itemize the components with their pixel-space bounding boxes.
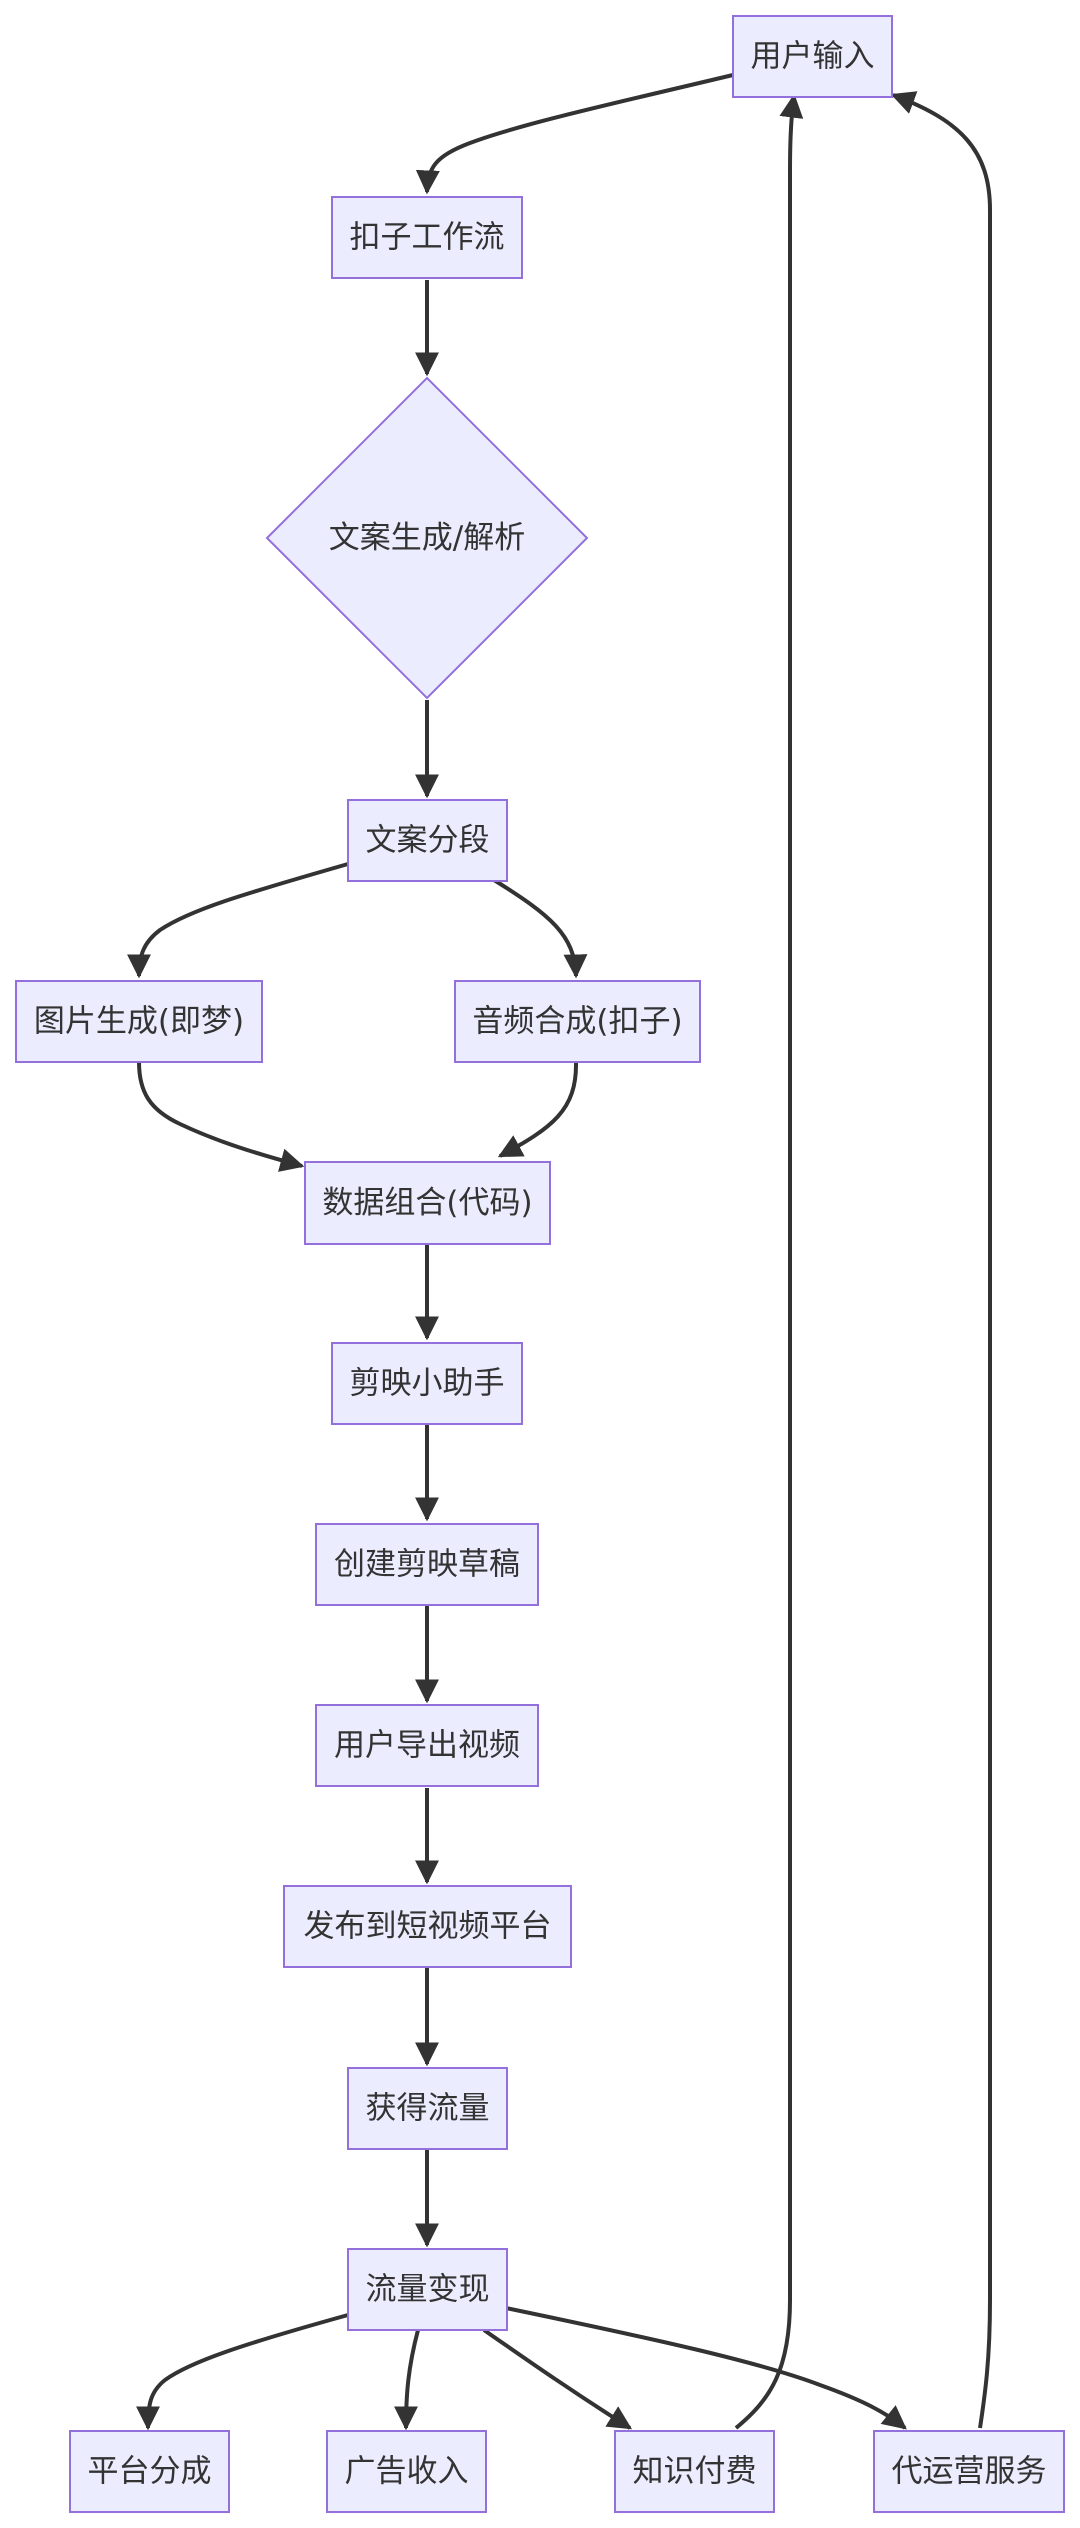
node-copy-generate: 文案生成/解析 bbox=[265, 376, 589, 700]
node-create-draft-label: 创建剪映草稿 bbox=[334, 1547, 520, 1583]
node-user-input-label: 用户输入 bbox=[751, 39, 875, 75]
node-image-gen-label: 图片生成(即梦) bbox=[34, 1004, 244, 1040]
edge-agency-to-user-input bbox=[890, 91, 992, 2429]
edge-segment-to-image bbox=[127, 862, 349, 979]
node-ad-income: 广告收入 bbox=[326, 2430, 487, 2513]
node-agency-service-label: 代运营服务 bbox=[892, 2454, 1047, 2490]
node-create-draft: 创建剪映草稿 bbox=[315, 1523, 539, 1606]
node-image-gen: 图片生成(即梦) bbox=[15, 980, 263, 1063]
node-agency-service: 代运营服务 bbox=[873, 2430, 1065, 2513]
node-audio-synth: 音频合成(扣子) bbox=[454, 980, 701, 1063]
node-jianying-helper: 剪映小助手 bbox=[331, 1342, 523, 1425]
node-data-combine: 数据组合(代码) bbox=[304, 1161, 551, 1245]
edge-knowledge-to-user-input bbox=[734, 93, 804, 2430]
node-ad-income-label: 广告收入 bbox=[345, 2454, 469, 2490]
edge-user-input-to-coze bbox=[415, 73, 734, 195]
node-coze-workflow-label: 扣子工作流 bbox=[350, 220, 505, 256]
node-user-input: 用户输入 bbox=[732, 15, 893, 98]
edge-monetize-to-knowledge bbox=[482, 2328, 633, 2430]
edges bbox=[127, 73, 992, 2431]
node-monetize-label: 流量变现 bbox=[366, 2272, 490, 2308]
node-knowledge-pay-label: 知识付费 bbox=[633, 2454, 757, 2490]
node-publish-label: 发布到短视频平台 bbox=[304, 1909, 552, 1945]
node-knowledge-pay: 知识付费 bbox=[614, 2430, 775, 2513]
node-platform-share-label: 平台分成 bbox=[88, 2454, 212, 2490]
edge-audio-to-combine bbox=[497, 1061, 579, 1158]
edge-monetize-to-ad-income bbox=[394, 2329, 420, 2431]
node-jianying-helper-label: 剪映小助手 bbox=[350, 1366, 505, 1402]
edge-monetize-to-agency bbox=[505, 2306, 907, 2430]
node-data-combine-label: 数据组合(代码) bbox=[322, 1185, 532, 1221]
node-get-traffic-label: 获得流量 bbox=[366, 2091, 490, 2127]
node-copy-segment: 文案分段 bbox=[347, 799, 508, 882]
edge-image-to-combine bbox=[137, 1061, 305, 1172]
node-export-video: 用户导出视频 bbox=[315, 1704, 539, 1787]
edge-monetize-to-platform-share bbox=[136, 2313, 349, 2431]
node-coze-workflow: 扣子工作流 bbox=[331, 196, 523, 279]
node-publish: 发布到短视频平台 bbox=[283, 1885, 572, 1968]
edge-segment-to-audio bbox=[492, 878, 588, 979]
node-audio-synth-label: 音频合成(扣子) bbox=[472, 1004, 682, 1040]
node-monetize: 流量变现 bbox=[347, 2248, 508, 2331]
node-export-video-label: 用户导出视频 bbox=[334, 1728, 520, 1764]
node-copy-segment-label: 文案分段 bbox=[366, 823, 490, 859]
node-get-traffic: 获得流量 bbox=[347, 2067, 508, 2150]
node-copy-generate-label: 文案生成/解析 bbox=[329, 520, 525, 556]
node-platform-share: 平台分成 bbox=[69, 2430, 230, 2513]
